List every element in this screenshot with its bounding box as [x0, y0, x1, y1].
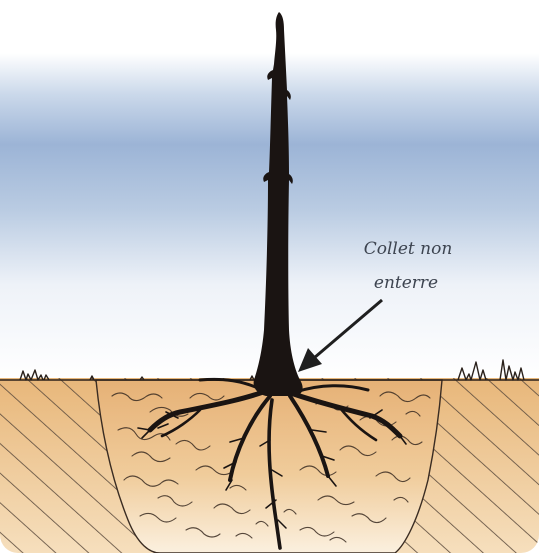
annotation-line-1: Collet non [364, 239, 453, 259]
annotation-line-2: enterre [374, 273, 438, 293]
